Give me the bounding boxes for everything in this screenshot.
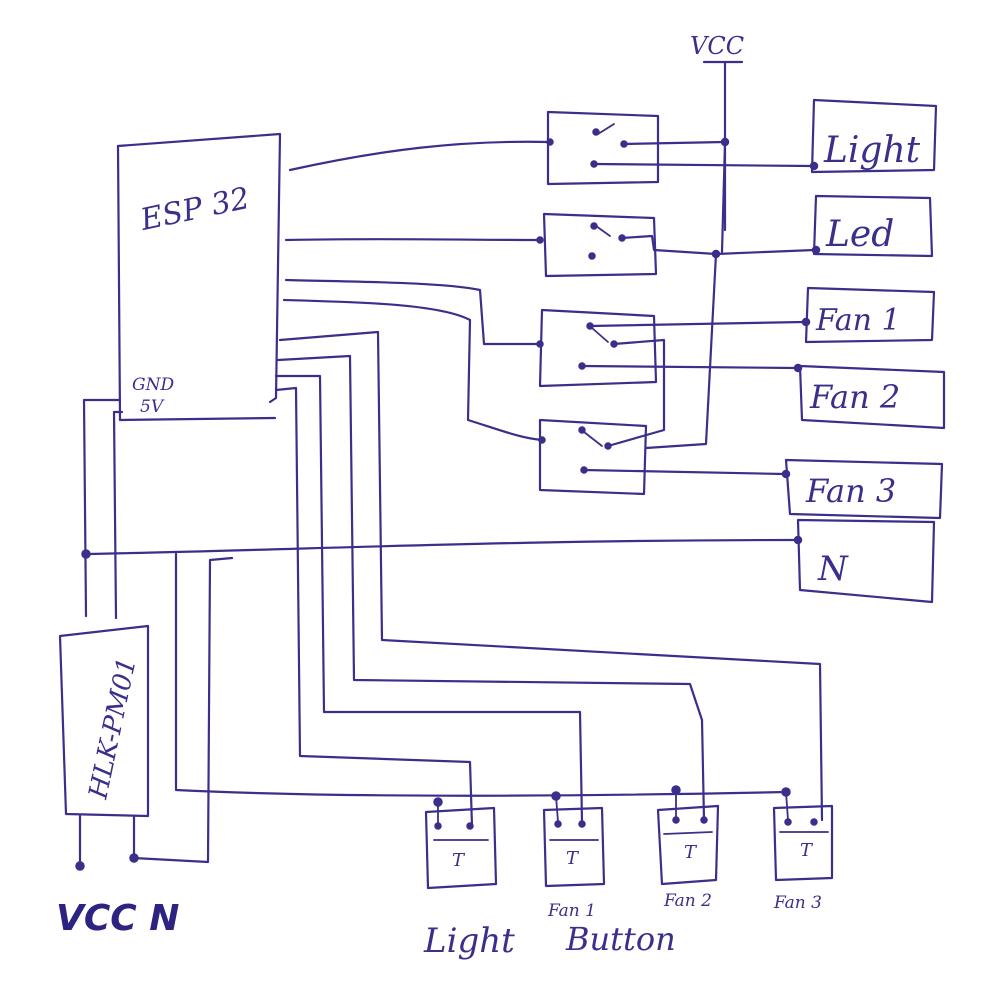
vcc-top-label: VCC [690, 32, 744, 60]
load-label-fan1: Fan 1 [815, 303, 901, 338]
load-label-fan2: Fan 2 [809, 378, 900, 416]
button-label-fan1: Fan 1 [547, 901, 596, 921]
esp32-module [116, 132, 282, 422]
hlk-module [58, 624, 150, 818]
load-label-neutral: N [817, 549, 849, 589]
button-light [424, 801, 498, 890]
hlk-ac-input [75, 556, 234, 871]
load-label-fan3: Fan 3 [805, 472, 896, 510]
load-box-light [809, 98, 938, 174]
button-fan3 [772, 791, 834, 882]
load-box-led [811, 194, 934, 258]
button-symbol-fan2: T [684, 842, 698, 863]
load-box-fan3 [781, 458, 944, 520]
gpio-to-relays [282, 140, 552, 442]
relay-2 [536, 212, 658, 278]
power-input-label: VCC N [56, 898, 179, 939]
relay-1 [546, 110, 660, 186]
button-label-fan2: Fan 2 [663, 891, 712, 911]
relay-outputs [580, 137, 816, 476]
load-box-neutral [793, 518, 936, 604]
button-fan2 [656, 789, 720, 886]
relay-3 [536, 308, 658, 388]
hlk-label: HLK-PM01 [83, 655, 142, 803]
button-symbol-light: T [452, 850, 466, 871]
load-label-light: Light [823, 130, 921, 171]
5v-pin-label: 5V [140, 397, 165, 417]
esp32-label: ESP 32 [137, 181, 253, 238]
button-fan1 [542, 795, 606, 888]
button-symbol-fan3: T [800, 840, 814, 861]
button-common-line [174, 552, 791, 807]
load-box-fan2 [793, 363, 946, 430]
relay-4 [538, 418, 648, 496]
neutral-line [81, 538, 800, 559]
button-symbol-fan1: T [566, 848, 580, 869]
esp32-power-wires [82, 398, 124, 620]
gnd-pin-label: GND [132, 375, 174, 395]
caption-button: Button [565, 920, 676, 958]
load-label-led: Led [825, 214, 894, 255]
caption-light: Light [423, 921, 515, 961]
gpio-to-buttons [274, 330, 824, 828]
button-label-fan3: Fan 3 [773, 893, 822, 913]
load-box-fan1 [801, 286, 936, 344]
